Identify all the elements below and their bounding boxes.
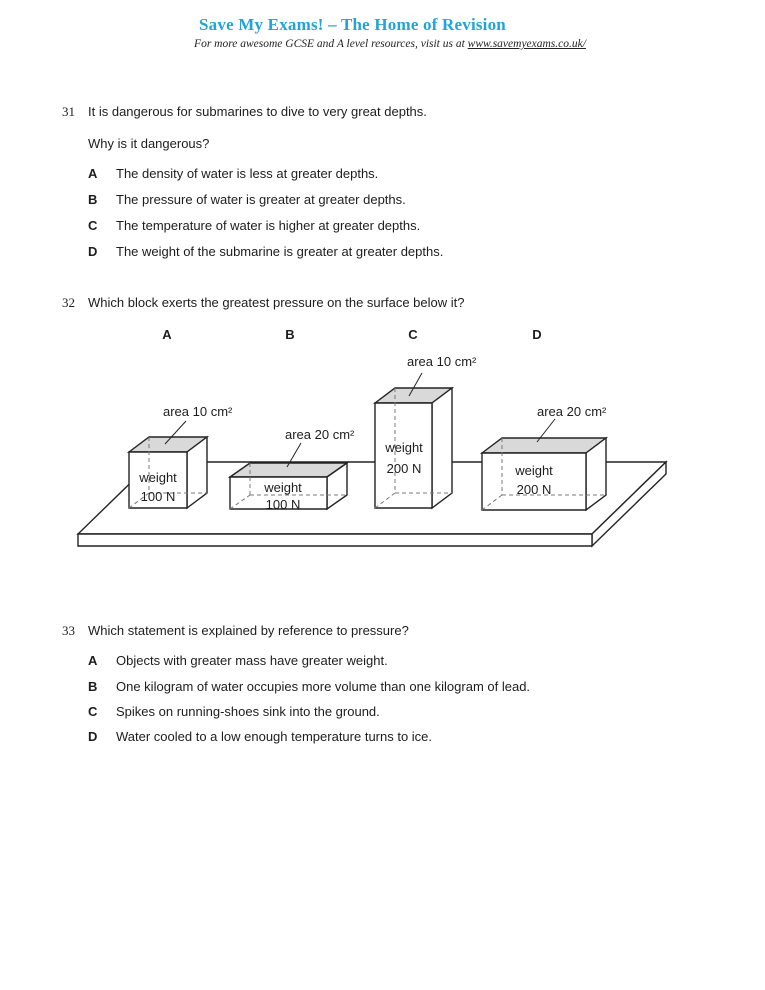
block-b-hidden-edges	[229, 463, 347, 510]
q33-option-a-letter: A	[88, 653, 98, 668]
blocks-pressure-diagram: A B C D weight 100 N area 10 cm² weight	[76, 327, 668, 548]
block-a-weight-value: 100 N	[141, 489, 176, 504]
block-c-hidden-edges	[374, 388, 452, 509]
block-a-area-leader-line	[164, 420, 187, 445]
q33-option-d-text: Water cooled to a low enough temperature…	[116, 729, 433, 744]
q33-option-d: D Water cooled to a low enough temperatur…	[88, 729, 432, 744]
q31-option-b-letter: B	[88, 192, 98, 207]
page-subtitle: For more awesome GCSE and A level resour…	[15, 38, 765, 50]
q31-option-a-letter: A	[88, 166, 98, 181]
block-c-area-leader-line	[408, 372, 423, 397]
question-31-text: It is dangerous for submarines to dive t…	[88, 104, 427, 119]
block-a-area-label: area 10 cm²	[163, 404, 233, 419]
q33-option-c: C Spikes on running-shoes sink into the g…	[88, 704, 380, 719]
block-b: weight 100 N	[227, 461, 350, 512]
block-b-area-label: area 20 cm²	[285, 427, 355, 442]
q33-option-c-text: Spikes on running-shoes sink into the gr…	[116, 704, 380, 719]
q33-option-d-letter: D	[88, 729, 98, 744]
q33-option-b: B One kilogram of water occupies more vol…	[88, 679, 530, 694]
question-32-text: Which block exerts the greatest pressure…	[88, 295, 465, 310]
column-label-a: A	[162, 327, 172, 342]
question-33-number: 33	[62, 623, 75, 638]
q31-option-d-text: The weight of the submarine is greater a…	[116, 244, 444, 259]
question-31-number: 31	[62, 104, 75, 119]
block-b-area-leader-line	[286, 442, 302, 468]
block-b-weight-label: weight	[263, 480, 302, 495]
block-c: weight 200 N	[372, 386, 455, 510]
question-31-subtext: Why is it dangerous?	[88, 136, 210, 151]
block-d-top-face	[479, 437, 609, 454]
block-d-area-label: area 20 cm²	[537, 404, 607, 419]
block-a-front-face	[128, 451, 188, 509]
block-d: weight 200 N	[479, 436, 609, 512]
block-a-hidden-edges	[128, 437, 207, 509]
question-32: 32 Which block exerts the greatest pressu…	[62, 295, 464, 310]
block-c-right-face	[431, 386, 453, 510]
question-33: 33 Which statement is explained by refere…	[62, 623, 409, 638]
block-c-area-label: area 10 cm²	[407, 354, 477, 369]
q31-option-c-letter: C	[88, 218, 98, 233]
board-front-face	[77, 533, 593, 547]
q33-option-b-letter: B	[88, 679, 98, 694]
block-c-weight-value: 200 N	[387, 461, 422, 476]
q33-option-c-letter: C	[88, 704, 98, 719]
q31-option-c: C The temperature of water is higher at g…	[88, 218, 420, 233]
question-32-number: 32	[62, 295, 75, 310]
block-a: weight 100 N	[126, 435, 210, 510]
q31-option-d-letter: D	[88, 244, 98, 259]
q31-option-b-text: The pressure of water is greater at grea…	[116, 192, 406, 207]
block-d-weight-label: weight	[514, 463, 553, 478]
column-label-c: C	[408, 327, 418, 342]
q31-option-a: A The density of water is less at greater…	[88, 166, 378, 181]
q31-option-d: D The weight of the submarine is greater …	[88, 244, 443, 259]
block-a-weight-label: weight	[138, 470, 177, 485]
subtitle-text: For more awesome GCSE and A level resour…	[194, 38, 468, 50]
site-url-link[interactable]: www.savemyexams.co.uk/	[467, 38, 586, 50]
block-d-front-face	[481, 452, 587, 511]
q33-option-a-text: Objects with greater mass have greater w…	[116, 653, 388, 668]
block-d-area-leader-line	[536, 418, 556, 443]
page-title: Save My Exams! – The Home of Revision	[199, 15, 506, 34]
block-d-hidden-edges	[481, 438, 606, 511]
column-label-b: B	[285, 327, 294, 342]
q31-option-b: B The pressure of water is greater at gre…	[88, 192, 406, 207]
q33-option-b-text: One kilogram of water occupies more volu…	[116, 679, 531, 694]
block-d-weight-value: 200 N	[517, 482, 552, 497]
q31-option-c-text: The temperature of water is higher at gr…	[116, 218, 421, 233]
block-c-front-face	[374, 402, 433, 509]
block-b-weight-value: 100 N	[266, 497, 301, 512]
q31-option-a-text: The density of water is less at greater …	[116, 166, 379, 181]
question-33-text: Which statement is explained by referenc…	[88, 623, 409, 638]
block-b-front-face	[229, 476, 328, 510]
question-31: 31 It is dangerous for submarines to dive…	[62, 104, 427, 119]
column-label-d: D	[532, 327, 541, 342]
q33-option-a: A Objects with greater mass have greater …	[88, 653, 388, 668]
block-c-weight-label: weight	[384, 440, 423, 455]
